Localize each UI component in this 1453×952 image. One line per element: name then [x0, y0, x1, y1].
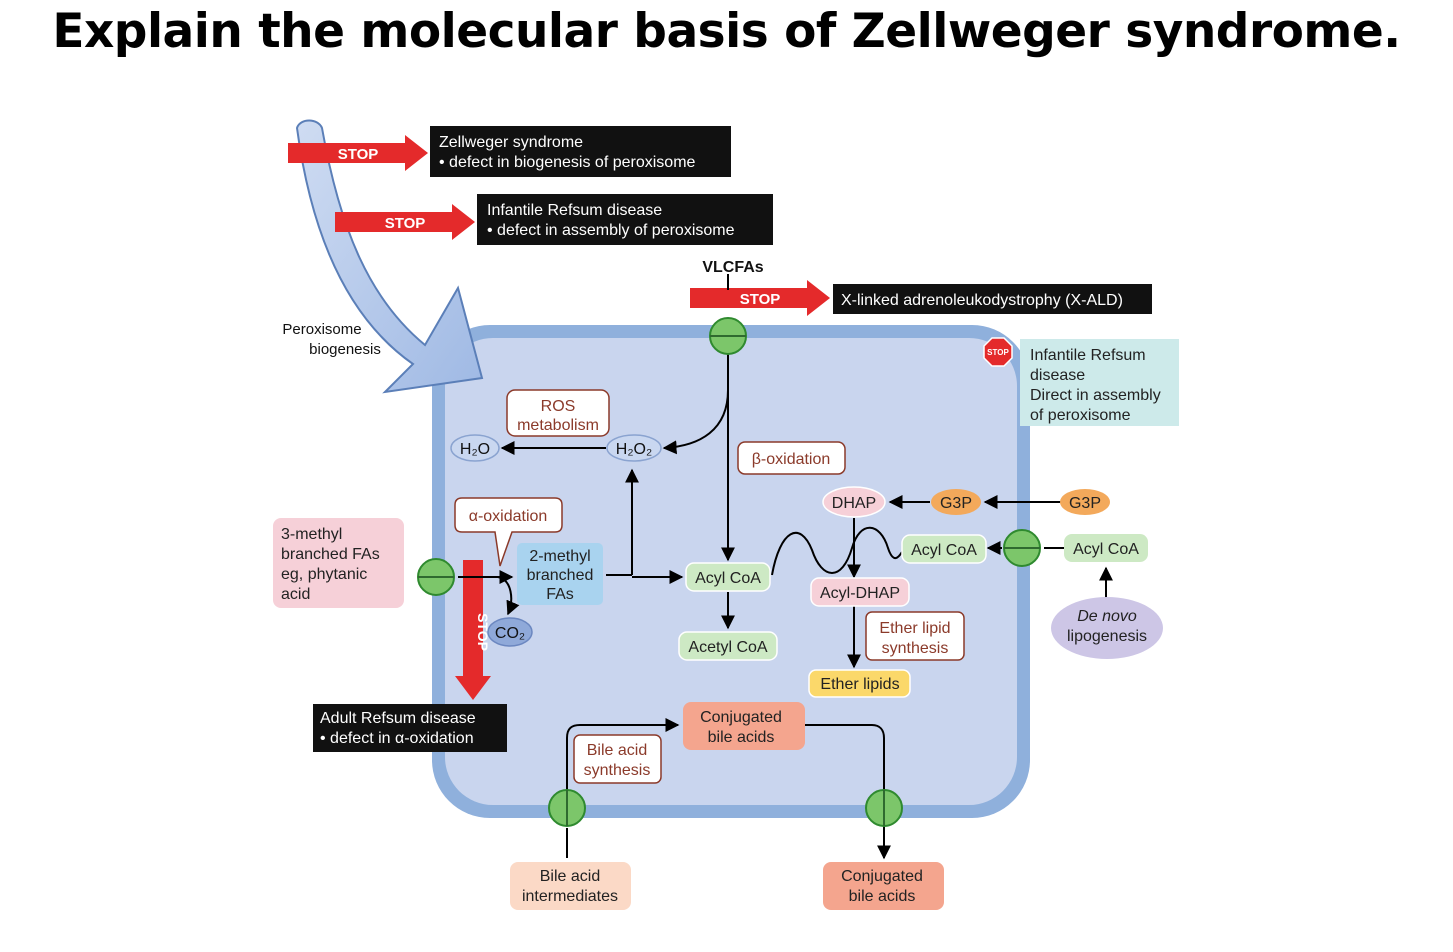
- acyl-coa-outside-box: Acyl CoA: [1064, 534, 1148, 562]
- acetyl-coa-box: Acetyl CoA: [678, 631, 778, 661]
- conjugated-bile-acids-outside-box: Conjugated bile acids: [823, 862, 944, 910]
- pathway-lines: [458, 274, 1113, 860]
- ether-lipids-label: Ether lipids: [820, 676, 899, 693]
- disease-detail: • defect in assembly of peroxisome: [487, 222, 735, 239]
- alpha-oxidation-box: α-oxidation: [454, 497, 563, 567]
- bile-intermediates-line: Bile acid: [540, 868, 600, 885]
- disease-box-infantile-refsum-side: Infantile Refsum disease Direct in assem…: [1020, 339, 1179, 426]
- g3p-outside-node: G3P: [1060, 489, 1110, 515]
- stop-arrow-xald: STOP: [690, 280, 830, 316]
- h2o-label: H₂O: [460, 441, 490, 458]
- stop-sign-label: STOP: [987, 348, 1009, 357]
- biogenesis-label-line2: biogenesis: [309, 341, 381, 358]
- methyl-fas-line: acid: [281, 586, 310, 603]
- disease-text: Direct in assembly: [1030, 387, 1161, 404]
- stop-label: STOP: [338, 146, 379, 163]
- methyl-branched-fas-box: 3-methyl branched FAs eg, phytanic acid: [273, 518, 404, 608]
- conj-bile-line: bile acids: [708, 729, 775, 746]
- co2-node: CO₂: [487, 617, 533, 647]
- biogenesis-label-line1: Peroxisome: [282, 321, 361, 338]
- stop-label: STOP: [475, 613, 491, 651]
- two-methyl-line: FAs: [546, 586, 574, 603]
- vlcfas-label: VLCFAs: [702, 259, 763, 276]
- disease-text: of peroxisome: [1030, 407, 1131, 424]
- disease-text: disease: [1030, 367, 1085, 384]
- acyl-coa-inside-box: Acyl CoA: [901, 534, 987, 564]
- acyl-coa-label: Acyl CoA: [1073, 541, 1139, 558]
- acyl-coa-label: Acyl CoA: [911, 542, 977, 559]
- ether-synth-line: Ether lipid: [879, 620, 950, 637]
- bile-synth-line: synthesis: [584, 762, 651, 779]
- transporter-bile-in: [548, 789, 586, 827]
- transporter-branched-fa: [417, 558, 455, 596]
- h2o2-label: H₂O₂: [616, 441, 652, 458]
- ros-line1: ROS: [541, 398, 576, 415]
- disease-box-zellweger: Zellweger syndrome • defect in biogenesi…: [430, 126, 731, 177]
- dhap-label: DHAP: [832, 495, 876, 512]
- disease-box-infantile-refsum: Infantile Refsum disease • defect in ass…: [477, 194, 773, 245]
- two-methyl-fas-box: 2-methyl branched FAs: [517, 543, 603, 605]
- g3p-label: G3P: [940, 495, 972, 512]
- conj-bile-line: Conjugated: [841, 868, 923, 885]
- beta-oxidation-box: β-oxidation: [737, 441, 846, 475]
- g3p-label: G3P: [1069, 495, 1101, 512]
- two-methyl-line: branched: [527, 567, 594, 584]
- stop-label: STOP: [740, 291, 781, 308]
- bile-acid-synthesis-box: Bile acid synthesis: [573, 734, 662, 784]
- conj-bile-line: bile acids: [849, 888, 916, 905]
- disease-text: Infantile Refsum: [1030, 347, 1146, 364]
- disease-box-adult-refsum: Adult Refsum disease • defect in α-oxida…: [313, 704, 507, 752]
- acyl-dhap-box: Acyl-DHAP: [810, 577, 910, 607]
- g3p-inside-node: G3P: [931, 489, 981, 515]
- acyl-coa-center-box: Acyl CoA: [685, 562, 771, 592]
- two-methyl-line: 2-methyl: [529, 548, 590, 565]
- methyl-fas-line: eg, phytanic: [281, 566, 367, 583]
- h2o-node: H₂O: [450, 434, 500, 462]
- acyl-coa-label: Acyl CoA: [695, 570, 761, 587]
- acetyl-coa-label: Acetyl CoA: [688, 639, 767, 656]
- biogenesis-label: Peroxisome biogenesis: [282, 321, 380, 358]
- disease-name: Zellweger syndrome: [439, 134, 583, 151]
- de-novo-lipogenesis-node: De novo lipogenesis: [1051, 597, 1163, 659]
- disease-name: X-linked adrenoleukodystrophy (X-ALD): [841, 292, 1123, 309]
- transporter-bile-out: [865, 789, 903, 827]
- acyl-dhap-label: Acyl-DHAP: [820, 585, 900, 602]
- ether-lipids-box: Ether lipids: [808, 669, 911, 698]
- co2-label: CO₂: [495, 625, 525, 642]
- ros-line2: metabolism: [517, 417, 599, 434]
- ether-synth-line: synthesis: [882, 640, 949, 657]
- conjugated-bile-acids-inside-box: Conjugated bile acids: [683, 702, 805, 750]
- transporter-acyl-coa: [1003, 529, 1041, 567]
- disease-name: Infantile Refsum disease: [487, 202, 662, 219]
- methyl-fas-line: branched FAs: [281, 546, 380, 563]
- de-novo-line: De novo: [1077, 608, 1137, 625]
- conj-bile-line: Conjugated: [700, 709, 782, 726]
- disease-box-xald: X-linked adrenoleukodystrophy (X-ALD): [833, 284, 1152, 314]
- disease-name: Adult Refsum disease: [320, 710, 476, 727]
- stop-sign-icon: STOP: [983, 337, 1013, 367]
- dhap-node: DHAP: [822, 486, 886, 518]
- ether-lipid-synthesis-box: Ether lipid synthesis: [865, 611, 965, 661]
- stop-arrow-zellweger: STOP: [288, 135, 428, 171]
- stop-arrow-adult-refsum: STOP: [455, 560, 491, 700]
- bile-intermediates-line: intermediates: [522, 888, 618, 905]
- ros-metabolism-box: ROS metabolism: [506, 389, 610, 437]
- page-title: Explain the molecular basis of Zellweger…: [52, 4, 1401, 59]
- disease-detail: • defect in α-oxidation: [320, 730, 474, 747]
- disease-detail: • defect in biogenesis of peroxisome: [439, 154, 696, 171]
- stop-arrow-infantile-refsum: STOP: [335, 204, 475, 240]
- alpha-oxidation-label: α-oxidation: [469, 508, 548, 525]
- de-novo-line: lipogenesis: [1067, 628, 1147, 645]
- h2o2-node: H₂O₂: [606, 434, 662, 462]
- transporter-vlcfa: [709, 317, 747, 355]
- beta-oxidation-label: β-oxidation: [752, 451, 831, 468]
- methyl-fas-line: 3-methyl: [281, 526, 342, 543]
- bile-synth-line: Bile acid: [587, 742, 647, 759]
- stop-label: STOP: [385, 215, 426, 232]
- bile-acid-intermediates-box: Bile acid intermediates: [510, 862, 631, 910]
